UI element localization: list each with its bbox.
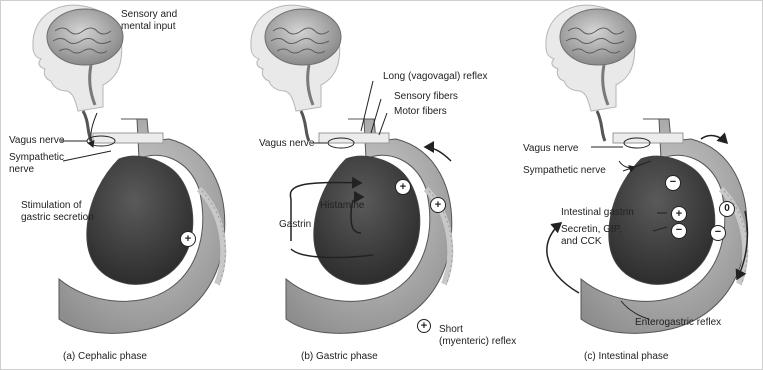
label-motor-fibers: Motor fibers	[394, 106, 447, 118]
label-vagus-nerve: Vagus nerve	[259, 138, 314, 150]
label-short-reflex: Short (myenteric) reflex	[439, 324, 516, 348]
plus-symbol: +	[417, 319, 431, 333]
plus-symbol: +	[430, 197, 446, 213]
label-intestinal-gastrin: Intestinal gastrin	[561, 207, 634, 219]
caption-cephalic: (a) Cephalic phase	[63, 351, 147, 362]
panel-gastric	[251, 5, 452, 333]
label-histamine: Histamine	[320, 200, 364, 212]
label-enterogastric-reflex: Enterogastric reflex	[635, 317, 721, 329]
minus-symbol: −	[671, 223, 687, 239]
label-sensory-input: Sensory and mental input	[121, 9, 177, 33]
caption-gastric: (b) Gastric phase	[301, 351, 378, 362]
minus-symbol: −	[665, 175, 681, 191]
label-sensory-fibers: Sensory fibers	[394, 91, 458, 103]
zero-symbol: 0	[719, 201, 735, 217]
plus-symbol: +	[180, 231, 196, 247]
minus-symbol: −	[710, 225, 726, 241]
label-vagus-nerve: Vagus nerve	[9, 135, 64, 147]
label-stimulation: Stimulation of gastric secretion	[21, 200, 94, 224]
label-sympathetic-nerve: Sympathetic nerve	[523, 165, 606, 177]
label-secretin-gip-cck: Secretin, GIP, and CCK	[561, 224, 622, 248]
plus-symbol: +	[395, 179, 411, 195]
label-sympathetic-nerve: Sympathetic nerve	[9, 152, 64, 176]
caption-intestinal: (c) Intestinal phase	[584, 351, 669, 362]
plus-symbol: +	[671, 206, 687, 222]
label-gastrin: Gastrin	[279, 219, 311, 231]
label-long-reflex: Long (vagovagal) reflex	[383, 71, 488, 83]
label-vagus-nerve: Vagus nerve	[523, 143, 578, 155]
